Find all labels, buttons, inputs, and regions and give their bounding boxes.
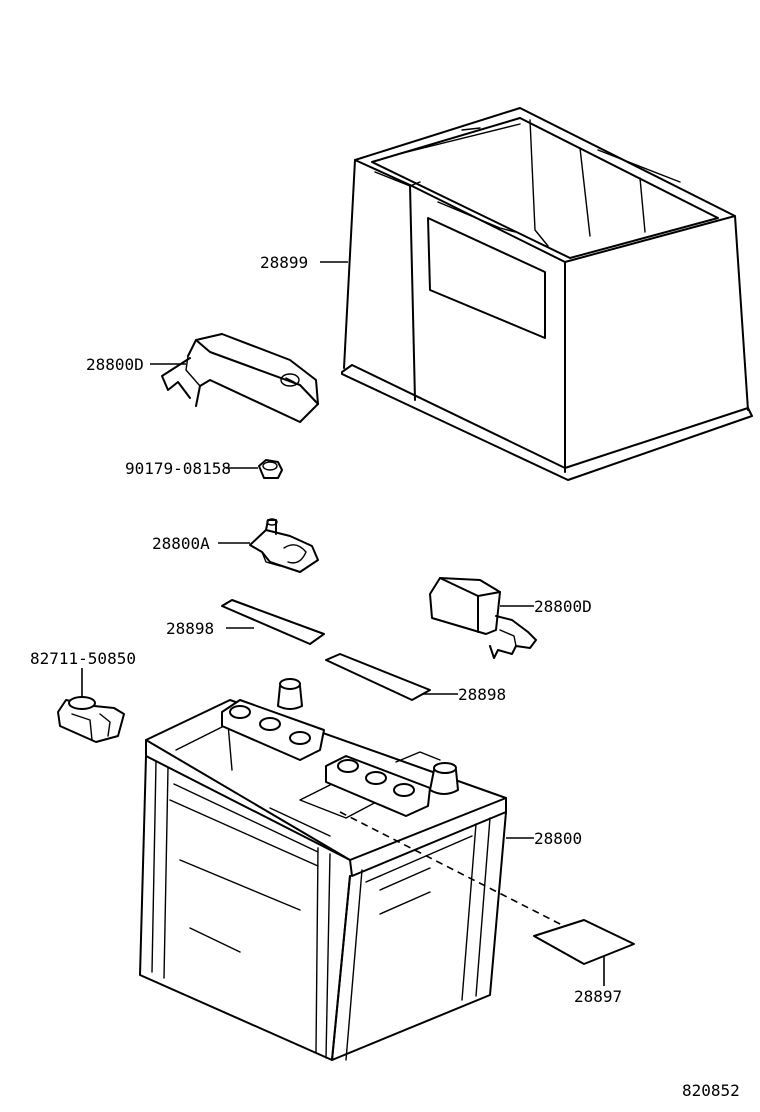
figure-number: 820852: [682, 1081, 740, 1100]
battery: [139, 678, 507, 1061]
label-label-lower: 28898: [458, 685, 506, 704]
nut: [258, 459, 283, 479]
sensor: [57, 696, 125, 743]
label-battery-label: 28897: [574, 987, 622, 1006]
label-terminal-cover-left: 28800D: [86, 355, 144, 374]
terminal-cover-right: [429, 577, 537, 659]
label-nut: 90179-08158: [125, 459, 231, 478]
dashed-leader-battery-label: [339, 811, 565, 927]
label-terminal-clamp: 28800A: [152, 534, 210, 553]
label-battery-tray: 28899: [260, 253, 308, 272]
battery-label-sheet: [533, 919, 635, 965]
label-sensor: 82711-50850: [30, 649, 136, 668]
label-label-upper: 28898: [166, 619, 214, 638]
label-battery: 28800: [534, 829, 582, 848]
label-sheet-lower: [325, 653, 431, 701]
battery-tray: [341, 107, 753, 481]
label-terminal-cover-right: 28800D: [534, 597, 592, 616]
label-sheet-upper: [221, 599, 325, 645]
terminal-clamp: [249, 518, 319, 573]
terminal-cover-left: [161, 333, 319, 423]
